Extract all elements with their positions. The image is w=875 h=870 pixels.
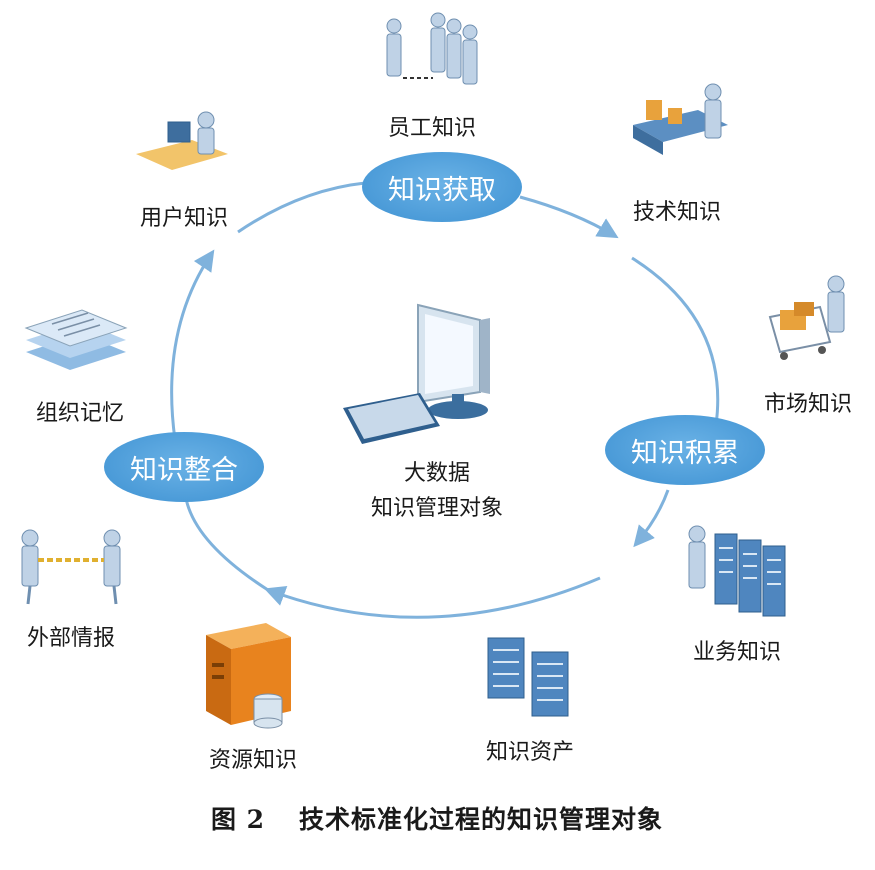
- node-assets: 知识资产: [485, 740, 575, 765]
- arc-top-left: [237, 181, 366, 234]
- arc-acquire-to-technical: [519, 195, 619, 239]
- arc-bottom: [264, 576, 601, 619]
- user-at-desk-icon: [136, 111, 228, 170]
- node-employee: 员工知识: [387, 116, 477, 141]
- node-org-memory: 组织记忆: [35, 401, 125, 426]
- tug-of-war-icon: [21, 529, 121, 605]
- arc-left-down: [183, 491, 269, 592]
- node-business: 业务知识: [692, 640, 782, 665]
- server-stack-icon: [487, 637, 569, 717]
- stage-accumulate: 知识积累: [605, 415, 765, 485]
- employee-group-icon: [386, 12, 478, 85]
- node-resource: 资源知识: [208, 748, 298, 773]
- figure-number: 图 2: [210, 805, 266, 834]
- server-room-icon: [688, 525, 786, 617]
- arc-accumulate-down: [633, 489, 670, 548]
- center-line-1: 大数据: [403, 461, 471, 486]
- stage-acquire: 知识获取: [362, 152, 522, 222]
- node-external: 外部情报: [26, 626, 116, 651]
- figure-title: 技术标准化过程的知识管理对象: [299, 805, 664, 834]
- document-stack-icon: [24, 309, 128, 370]
- database-server-icon: [206, 623, 291, 729]
- stage-integrate: 知识整合: [104, 432, 264, 502]
- technical-worker-icon: [633, 83, 728, 155]
- center-line-2: 知识管理对象: [370, 496, 504, 521]
- center-label: 大数据 知识管理对象: [371, 456, 503, 526]
- shopping-cart-icon: [768, 275, 845, 360]
- arc-left-up: [170, 249, 215, 441]
- node-user: 用户知识: [139, 206, 229, 231]
- arc-right-down: [631, 256, 720, 426]
- figure-caption: 图 2 技术标准化过程的知识管理对象: [211, 800, 663, 836]
- node-technical: 技术知识: [632, 200, 722, 225]
- computer-icon: [343, 303, 490, 444]
- node-market: 市场知识: [763, 392, 853, 417]
